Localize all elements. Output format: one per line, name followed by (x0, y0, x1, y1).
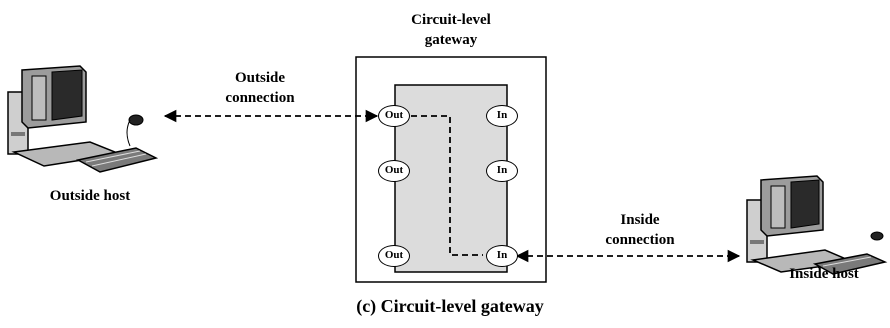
outside-connection-label: Outside connection (200, 68, 320, 108)
inside-host-computer-icon (747, 176, 885, 274)
outside-connection-line2: connection (200, 88, 320, 108)
in-port-3: In (486, 245, 518, 267)
figure-caption: (c) Circuit-level gateway (240, 294, 660, 318)
out-port-1: Out (378, 105, 410, 127)
inside-connection-line1: Inside (575, 210, 705, 230)
outside-connection-line1: Outside (200, 68, 320, 88)
in-port-1: In (486, 105, 518, 127)
out-port-3: Out (378, 245, 410, 267)
out-port-2: Out (378, 160, 410, 182)
in-port-2: In (486, 160, 518, 182)
outside-host-computer-icon (8, 66, 156, 172)
inside-host-label: Inside host (762, 264, 886, 284)
inside-connection-label: Inside connection (575, 210, 705, 250)
gateway-title-line2: gateway (376, 30, 526, 50)
gateway-title-line1: Circuit-level (376, 10, 526, 30)
outside-host-label: Outside host (10, 186, 170, 206)
inside-connection-line2: connection (575, 230, 705, 250)
gateway-title: Circuit-level gateway (376, 10, 526, 50)
